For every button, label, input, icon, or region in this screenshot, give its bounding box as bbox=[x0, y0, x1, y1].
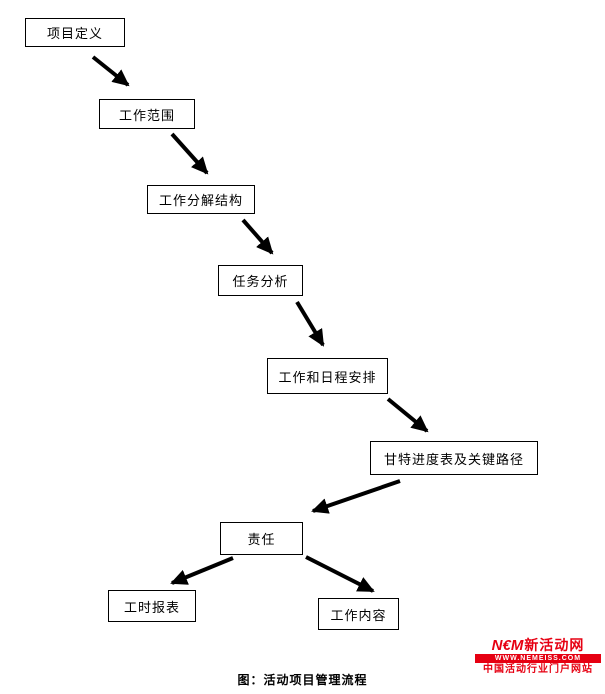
watermark-logo-icon: N€M bbox=[491, 637, 524, 654]
arrow-project-definition-to-work-scope bbox=[91, 55, 130, 87]
node-responsibility: 责任 bbox=[220, 522, 303, 555]
node-task-analysis: 任务分析 bbox=[218, 265, 303, 296]
node-work-and-schedule: 工作和日程安排 bbox=[267, 358, 388, 394]
watermark-url: WWW.NEMEISS.COM bbox=[475, 654, 601, 663]
arrow-work-breakdown-to-task-analysis bbox=[241, 218, 274, 255]
node-timesheet-report: 工时报表 bbox=[108, 590, 196, 622]
node-gantt-critical-path: 甘特进度表及关键路径 bbox=[370, 441, 538, 475]
arrow-gantt-to-responsibility bbox=[311, 479, 401, 514]
node-work-scope: 工作范围 bbox=[99, 99, 195, 129]
watermark-logo-row: N€M 新活动网 bbox=[475, 638, 601, 653]
watermark-site-name: 新活动网 bbox=[524, 637, 585, 653]
watermark-tagline: 中国活动行业门户网站 bbox=[483, 664, 593, 675]
arrow-task-analysis-to-work-and-schedule bbox=[295, 300, 325, 347]
node-work-content: 工作内容 bbox=[318, 598, 399, 630]
arrow-work-scope-to-work-breakdown bbox=[170, 132, 209, 175]
site-watermark: N€M 新活动网 WWW.NEMEISS.COM 中国活动行业门户网站 bbox=[475, 638, 601, 675]
arrow-responsibility-to-work-content bbox=[305, 555, 375, 593]
arrow-responsibility-to-timesheet bbox=[170, 556, 234, 585]
node-work-breakdown: 工作分解结构 bbox=[147, 185, 255, 214]
arrow-work-and-schedule-to-gantt bbox=[386, 397, 429, 433]
node-project-definition: 项目定义 bbox=[25, 18, 125, 47]
diagram-caption: 图：活动项目管理流程 bbox=[237, 673, 368, 687]
